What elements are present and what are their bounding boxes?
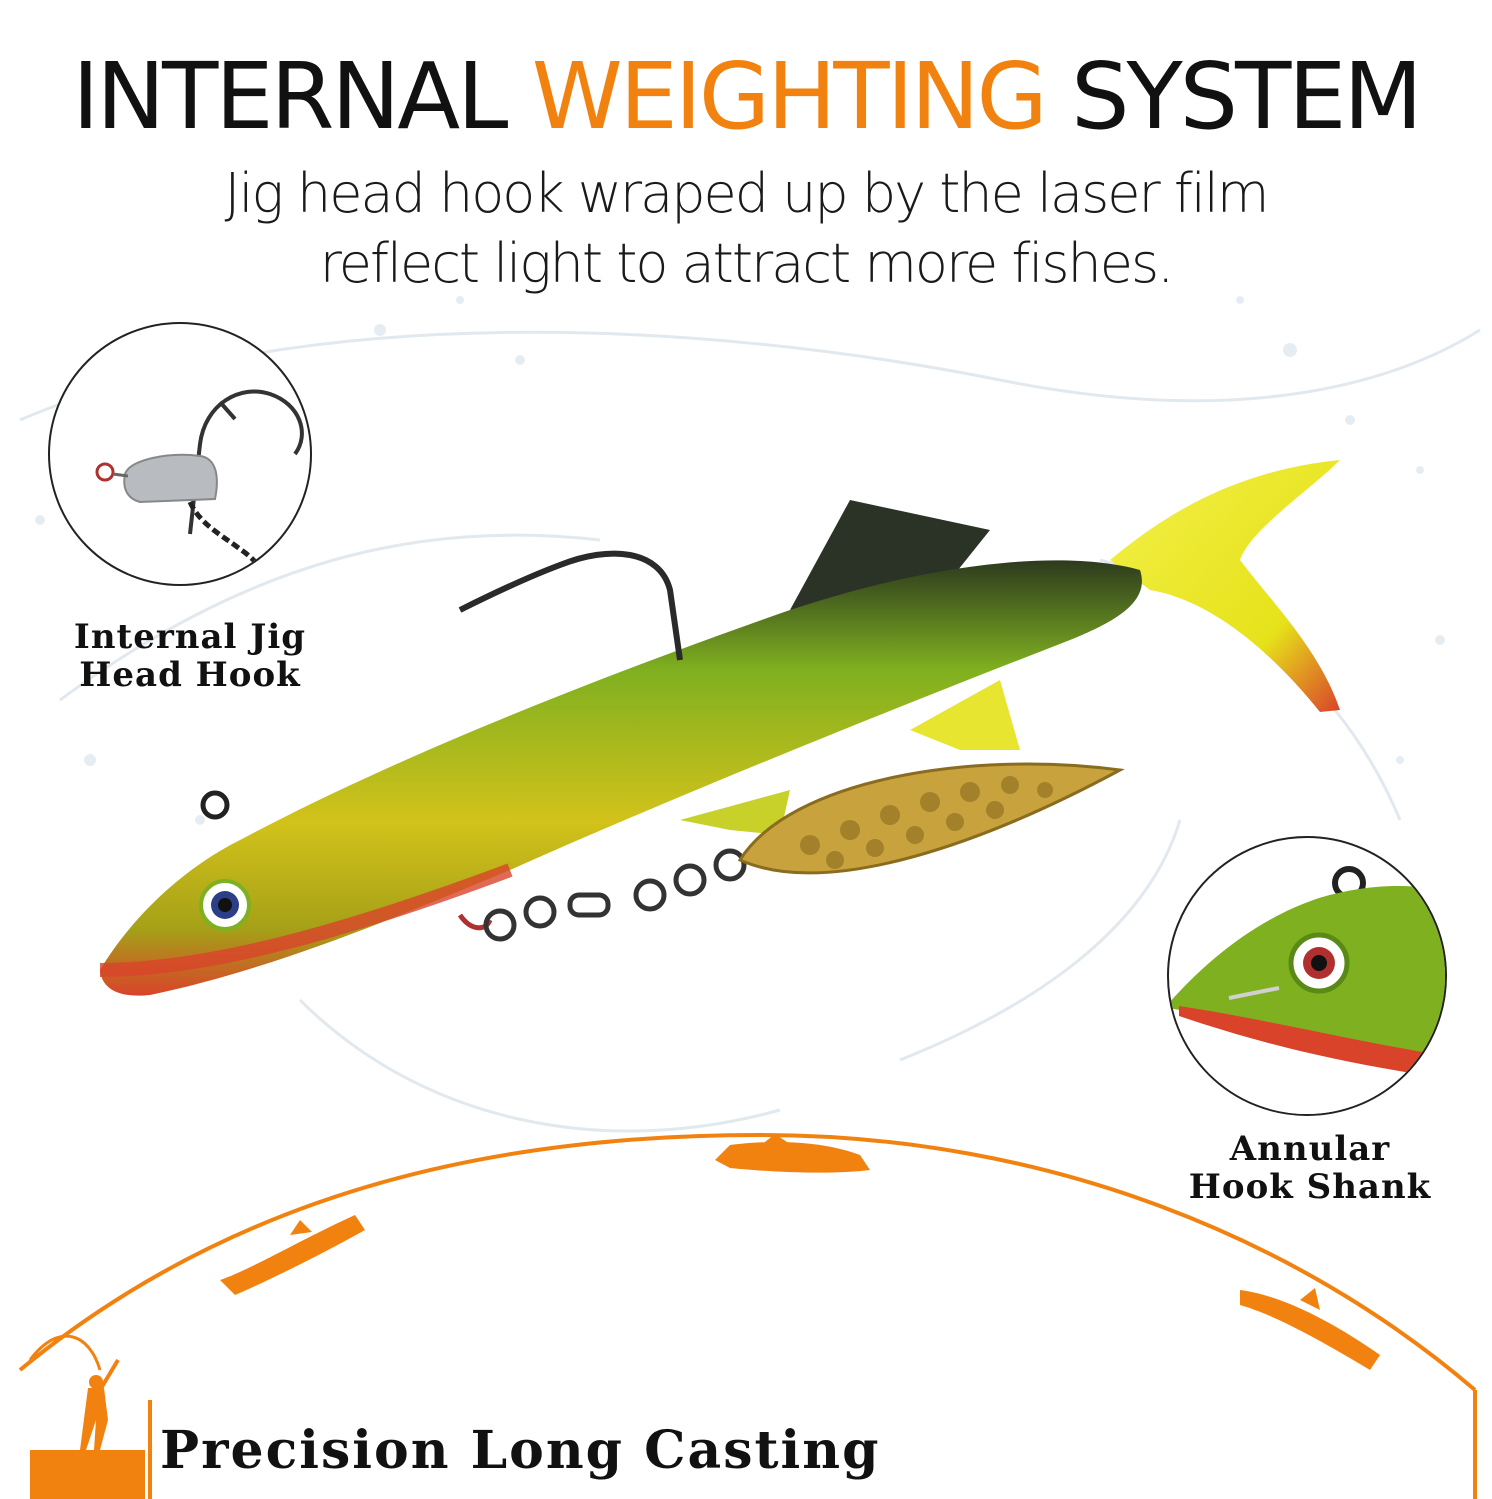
angler-silhouette-icon xyxy=(28,1334,145,1499)
spinner-blade-icon xyxy=(737,762,1125,875)
subtitle-line-1: Jig head hook wraped up by the laser fil… xyxy=(224,162,1270,225)
frame-line xyxy=(148,1390,1477,1499)
subtitle-line-2: reflect light to attract more fishes. xyxy=(319,232,1175,295)
fish-silhouette-icon xyxy=(220,1215,365,1295)
headline: INTERNAL WEIGHTING SYSTEM xyxy=(0,42,1492,152)
casting-arc-illustration xyxy=(18,1132,1477,1499)
lure-body xyxy=(100,560,1142,996)
fishing-lure-icon xyxy=(99,460,1340,996)
callout-annular-hook-shank: Annular Hook Shank xyxy=(1165,1130,1455,1206)
dorsal-fin xyxy=(790,500,990,610)
fish-silhouette-icon xyxy=(1240,1290,1380,1370)
jig-head-hook-closeup xyxy=(48,322,312,586)
headline-part-internal: INTERNAL xyxy=(72,43,508,150)
callout-right-line-2: Hook Shank xyxy=(1188,1167,1432,1207)
callout-internal-jig-head-hook: Internal Jig Head Hook xyxy=(60,618,320,694)
headline-part-weighting: WEIGHTING xyxy=(531,43,1048,150)
headline-part-system: SYSTEM xyxy=(1071,43,1423,150)
annular-hook-shank-closeup xyxy=(1167,836,1447,1116)
casting-arc xyxy=(18,1132,1477,1392)
lure-head-closeup-icon xyxy=(1169,866,1445,1114)
callout-right-line-1: Annular xyxy=(1229,1129,1391,1169)
lure-hook xyxy=(458,550,683,661)
callout-left-line-1: Internal Jig xyxy=(73,617,307,657)
footer-title: Precision Long Casting xyxy=(160,1420,881,1481)
jig-head-hook-icon xyxy=(95,389,304,580)
fish-silhouette-icon xyxy=(715,1142,870,1173)
tail-fin xyxy=(1110,460,1340,712)
callout-left-line-2: Head Hook xyxy=(79,655,301,695)
